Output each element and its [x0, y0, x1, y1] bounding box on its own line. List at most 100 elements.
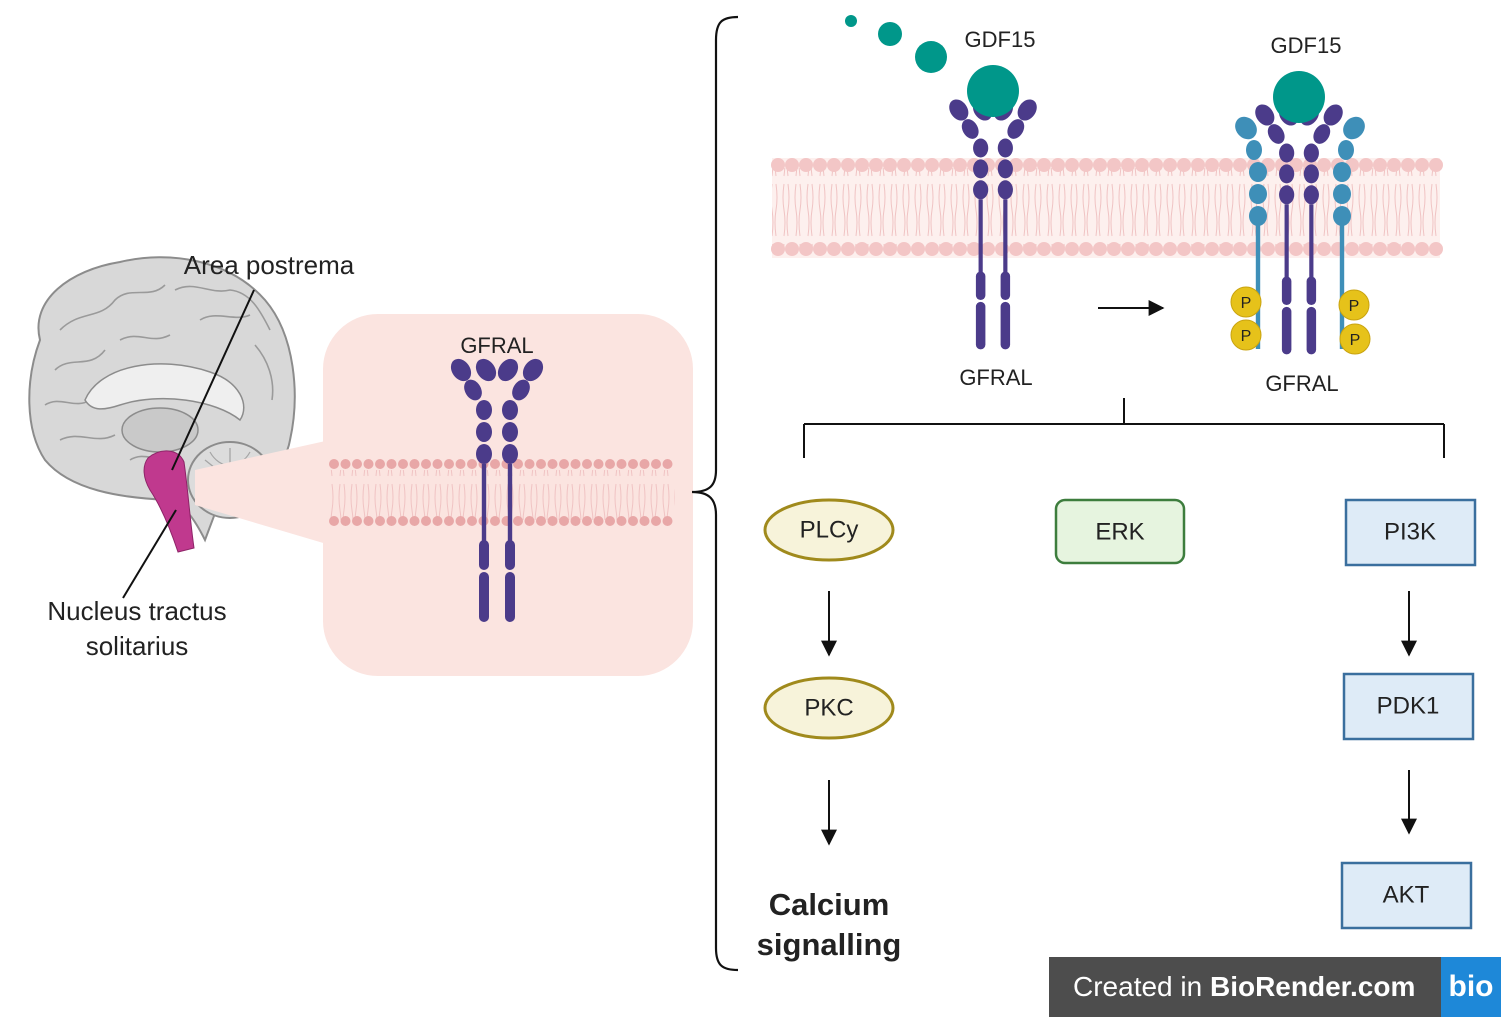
lipid-head	[953, 158, 967, 172]
lipid-head	[1065, 242, 1079, 256]
lipid-head	[570, 516, 581, 526]
lipid-head	[628, 516, 638, 526]
receptor-domain	[1323, 104, 1343, 126]
receptor-domain	[476, 400, 492, 420]
lipid-head	[1051, 158, 1065, 172]
lipid-head	[897, 242, 911, 256]
receptor-domain	[502, 400, 518, 420]
lipid-head	[1219, 158, 1233, 172]
lipid-head	[1079, 242, 1093, 256]
lipid-head	[1023, 158, 1037, 172]
lipid-head	[455, 516, 466, 526]
lipid-head	[1121, 158, 1135, 172]
lipid-head	[1135, 158, 1149, 172]
corpus-callosum	[84, 363, 245, 422]
receptor-domain	[1279, 164, 1295, 184]
lipid-head	[1317, 158, 1331, 172]
lipid-head	[524, 516, 535, 526]
receptor-domain	[1303, 143, 1319, 163]
nts-label-line2: solitarius	[86, 631, 189, 661]
lipid-head	[639, 459, 650, 469]
transmembrane-helix	[978, 199, 983, 276]
lipid-head	[593, 516, 604, 526]
coreceptor-domain	[1333, 184, 1351, 204]
lipid-head	[363, 516, 374, 526]
ret-coreceptor-right	[1333, 116, 1365, 349]
receptor-domain	[997, 180, 1013, 200]
cytoplasmic-domain	[975, 271, 986, 300]
lipid-head	[651, 459, 661, 469]
receptor-domain	[1313, 124, 1331, 144]
biorender-watermark[interactable]: Created in BioRender.com bio	[1049, 957, 1501, 1017]
erk-node: ERK	[1054, 498, 1186, 565]
phospho-site: P	[1338, 289, 1370, 321]
lipid-head	[897, 158, 911, 172]
lipid-head	[925, 242, 939, 256]
lipid-head	[421, 516, 431, 526]
lipid-head	[967, 242, 981, 256]
lipid-head	[386, 459, 397, 469]
inset-membrane	[329, 459, 675, 526]
receptor-domain	[1303, 185, 1319, 205]
lipid-head	[1233, 158, 1247, 172]
plcy-node: PLCy	[763, 498, 895, 562]
pi3k-node: PI3K	[1344, 498, 1477, 567]
cytoplasmic-domain	[505, 572, 515, 622]
lipid-head	[1359, 158, 1373, 172]
lipid-head	[1037, 158, 1051, 172]
svg-text:PLCy: PLCy	[800, 517, 859, 544]
lipid-head	[1387, 242, 1401, 256]
lipid-head	[582, 516, 592, 526]
lipid-head	[1289, 242, 1303, 256]
coreceptor-domain	[1333, 162, 1351, 182]
lipid-head	[1093, 158, 1107, 172]
lipid-head	[1177, 242, 1191, 256]
lipid-head	[513, 459, 523, 469]
lipid-head	[398, 459, 408, 469]
gdf15-ligand-right	[1273, 71, 1325, 123]
coreceptor-domain	[1249, 184, 1267, 204]
receptor-domain	[997, 159, 1013, 179]
nts-pointer	[122, 509, 177, 599]
lipid-head	[1191, 242, 1205, 256]
lipid-head	[1079, 158, 1093, 172]
lipid-head	[444, 459, 454, 469]
cytoplasmic-domain	[1281, 306, 1292, 355]
nts-label-line1: Nucleus tractus	[47, 596, 226, 626]
receptor-domain	[1007, 119, 1025, 139]
receptor-domain	[497, 358, 519, 382]
lipid-head	[352, 516, 362, 526]
lipid-head	[386, 516, 397, 526]
lipid-head	[639, 516, 650, 526]
receptor-domain	[512, 379, 530, 401]
lipid-head	[771, 158, 785, 172]
lipid-head	[1373, 158, 1387, 172]
lipid-head	[467, 516, 477, 526]
lipid-head	[651, 516, 661, 526]
lipid-head	[605, 459, 615, 469]
cytoplasmic-domain	[479, 572, 489, 622]
lipid-head	[536, 516, 546, 526]
lipid-head	[1401, 158, 1415, 172]
lipid-head	[593, 459, 604, 469]
pathway-branch-connector	[803, 398, 1445, 458]
receptor-domain	[949, 99, 969, 121]
transmembrane-helix	[507, 464, 513, 544]
lipid-head	[1023, 242, 1037, 256]
lipid-head	[1051, 242, 1065, 256]
brain-illustration	[28, 256, 296, 599]
gdf15-dot-small	[845, 15, 857, 27]
svg-text:PKC: PKC	[804, 695, 853, 722]
transmembrane-helix	[1309, 204, 1314, 281]
lipid-head	[490, 459, 500, 469]
lipid-head	[559, 516, 569, 526]
receptor-domain	[1267, 124, 1285, 144]
lipid-head	[329, 459, 339, 469]
top-membrane	[771, 158, 1443, 258]
receptor-domain	[973, 138, 989, 158]
lipid-head	[582, 459, 592, 469]
pdk1-node: PDK1	[1342, 672, 1475, 741]
receptor-domain	[1255, 104, 1275, 126]
receptor-domain	[997, 138, 1013, 158]
lipid-head	[1135, 242, 1149, 256]
